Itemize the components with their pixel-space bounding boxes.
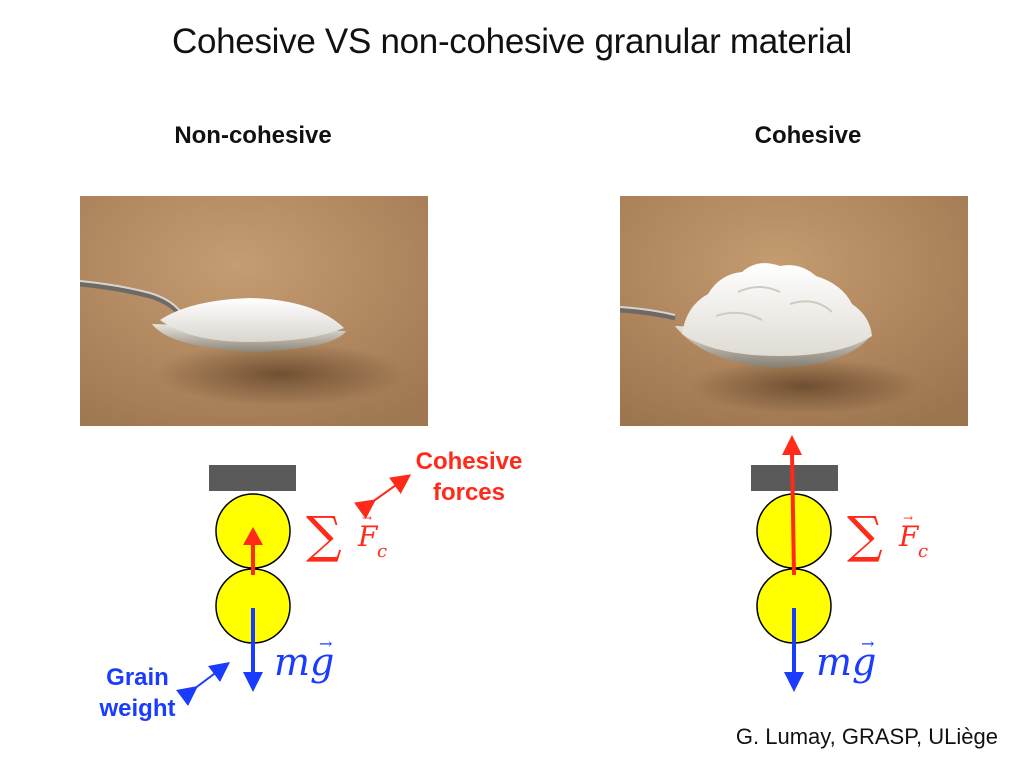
grain-label-line2: weight (99, 695, 176, 722)
slide-title: Cohesive VS non-cohesive granular materi… (172, 22, 852, 61)
weight-text-right: mg (816, 640, 877, 684)
force-subscript-right: c (918, 541, 929, 562)
grain-label-line1: Grain (106, 664, 169, 691)
heading-cohesive: Cohesive (754, 122, 862, 149)
sum-sign-left: ∑ (306, 506, 342, 564)
force-symbol-right: F (899, 520, 919, 553)
force-symbol-left: F (358, 520, 378, 553)
sum-sign-right: ∑ (847, 506, 883, 564)
cohesive-label-line1: Cohesive (415, 448, 523, 475)
cohesive-forces-label: Cohesive forces (405, 446, 533, 508)
photo-flour-spoon (620, 196, 968, 426)
weight-vector-arrow-left: → (319, 634, 333, 653)
weight-vector-arrow-right: → (861, 634, 875, 653)
photo-sugar-spoon (80, 196, 428, 426)
support-plate-left (209, 465, 296, 491)
heading-non-cohesive: Non-cohesive (174, 122, 332, 149)
cohesive-force-arrow-right (790, 451, 796, 576)
cohesive-label-line2: forces (432, 479, 506, 506)
grain-weight-label: Grain weight (90, 662, 185, 724)
vector-arrow-right: → (903, 511, 914, 525)
force-subscript-left: c (377, 541, 388, 562)
weight-text-left: mg (274, 640, 335, 684)
vector-arrow-left: → (362, 511, 373, 525)
grain-pointer-arrow (176, 662, 230, 706)
author-credit: G. Lumay, GRASP, ULiège (735, 724, 998, 749)
cohesive-pointer-arrow (354, 474, 412, 519)
